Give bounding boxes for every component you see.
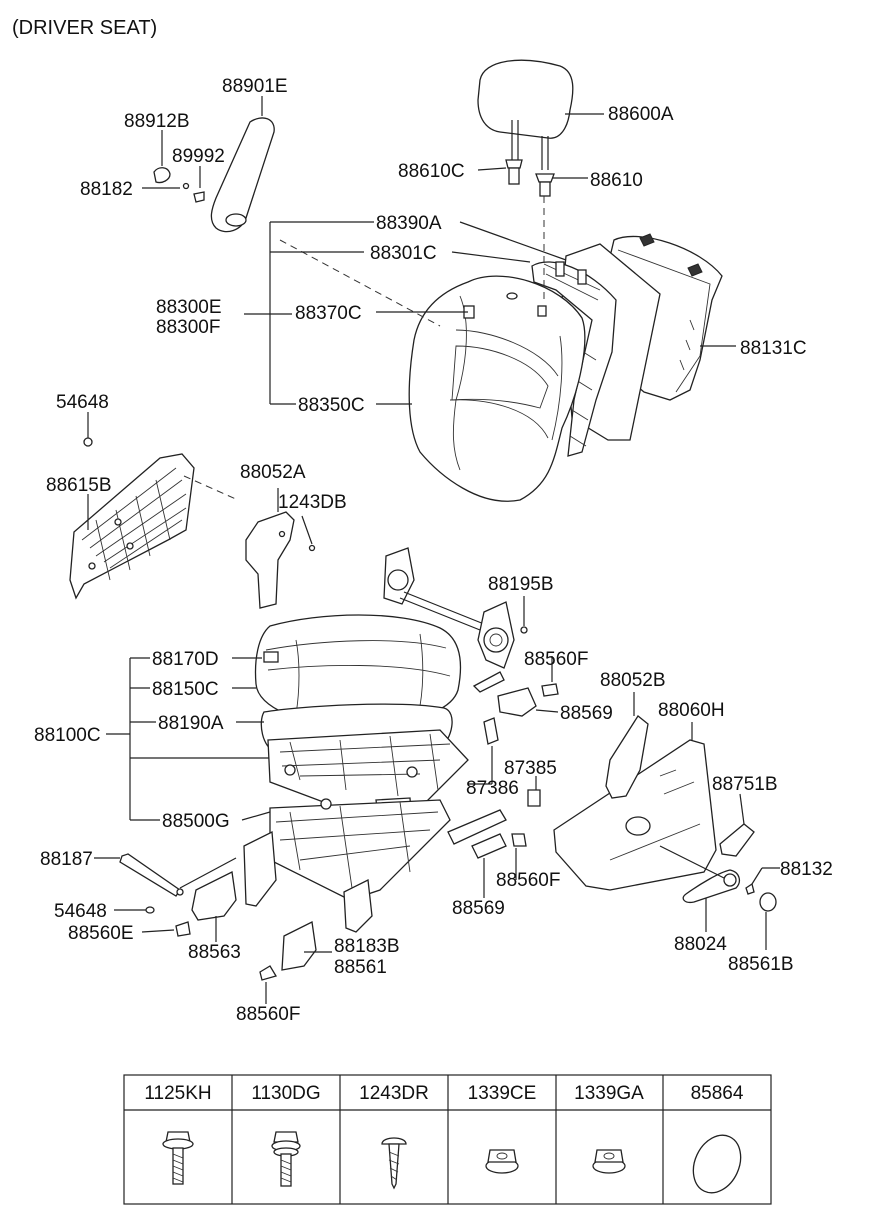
part-label: 88300F [156, 317, 220, 338]
part-label: 88912B [124, 111, 190, 132]
part-label: 88610C [398, 161, 465, 182]
part-label: 88563 [188, 942, 241, 963]
part-label: 88183B [334, 936, 400, 957]
recline-lever-illustration [659, 845, 777, 912]
part-label: 88569 [452, 898, 505, 919]
part-label: 88024 [674, 934, 727, 955]
part-label: 88390A [376, 213, 442, 234]
part-label: 88190A [158, 713, 224, 734]
table-column-header: 1130DG [251, 1083, 320, 1104]
headrest-illustration [477, 59, 574, 197]
part-label: 88901E [222, 76, 288, 97]
part-label: 88560F [236, 1004, 300, 1025]
plug-cap-icon [692, 1134, 742, 1194]
table-column-header: 1339CE [468, 1083, 537, 1104]
part-label: 1243DB [278, 492, 347, 513]
part-label: 88560F [496, 870, 560, 891]
part-label: 88182 [80, 179, 133, 200]
part-label: 88052B [600, 670, 666, 691]
flange-nut-icon [485, 1149, 519, 1174]
part-label: 88060H [658, 700, 725, 721]
part-label: 88500G [162, 811, 230, 832]
part-label: 88170D [152, 649, 219, 670]
part-label: 88195B [488, 574, 554, 595]
part-label: 88751B [712, 774, 778, 795]
seat-back-illustration [408, 233, 723, 502]
part-label: 88301C [370, 243, 437, 264]
part-label: 88052A [240, 462, 306, 483]
part-label: 88132 [780, 859, 833, 880]
tapping-screw-icon [381, 1137, 407, 1190]
table-column-header: 1339GA [574, 1083, 644, 1104]
fastener-table: 1125KH 1130DG 1243DR 1339CE 1339GA 85864 [123, 1074, 772, 1205]
part-label: 89992 [172, 146, 225, 167]
part-label: 87386 [466, 778, 519, 799]
table-column-header: 1243DR [359, 1083, 429, 1104]
side-cover-illustration [69, 437, 195, 600]
part-label: 88600A [608, 104, 674, 125]
diagram-title: (DRIVER SEAT) [12, 17, 157, 39]
part-label: 88615B [46, 475, 112, 496]
part-label: 54648 [56, 392, 109, 413]
small-brackets-illustration [471, 683, 559, 859]
armrest-illustration [153, 117, 275, 233]
side-shield-illustration [553, 715, 755, 891]
part-label: 88560E [68, 923, 134, 944]
part-label: 88370C [295, 303, 362, 324]
washer-bolt-icon [271, 1131, 301, 1187]
part-label: 87385 [504, 758, 557, 779]
part-label: 88610 [590, 170, 643, 191]
part-label: 88187 [40, 849, 93, 870]
part-label: 88569 [560, 703, 613, 724]
part-label: 88150C [152, 679, 219, 700]
part-label: 54648 [54, 901, 107, 922]
seat-cushion-illustration [254, 614, 462, 759]
part-label: 88131C [740, 338, 807, 359]
table-column-header: 1125KH [144, 1083, 211, 1104]
part-label: 88560F [524, 649, 588, 670]
part-label: 88561B [728, 954, 794, 975]
hex-nut-icon [592, 1149, 626, 1174]
front-left-parts-illustration [119, 853, 317, 981]
part-label: 88561 [334, 957, 387, 978]
part-label: 88350C [298, 395, 365, 416]
part-label: 88300E [156, 297, 222, 318]
flange-bolt-icon [162, 1131, 194, 1185]
recliner-mechanism-illustration [383, 547, 528, 693]
seat-frame-illustration [243, 729, 507, 933]
hinge-cover-illustration [245, 511, 316, 609]
part-label: 88100C [34, 725, 101, 746]
table-column-header: 85864 [691, 1083, 744, 1104]
